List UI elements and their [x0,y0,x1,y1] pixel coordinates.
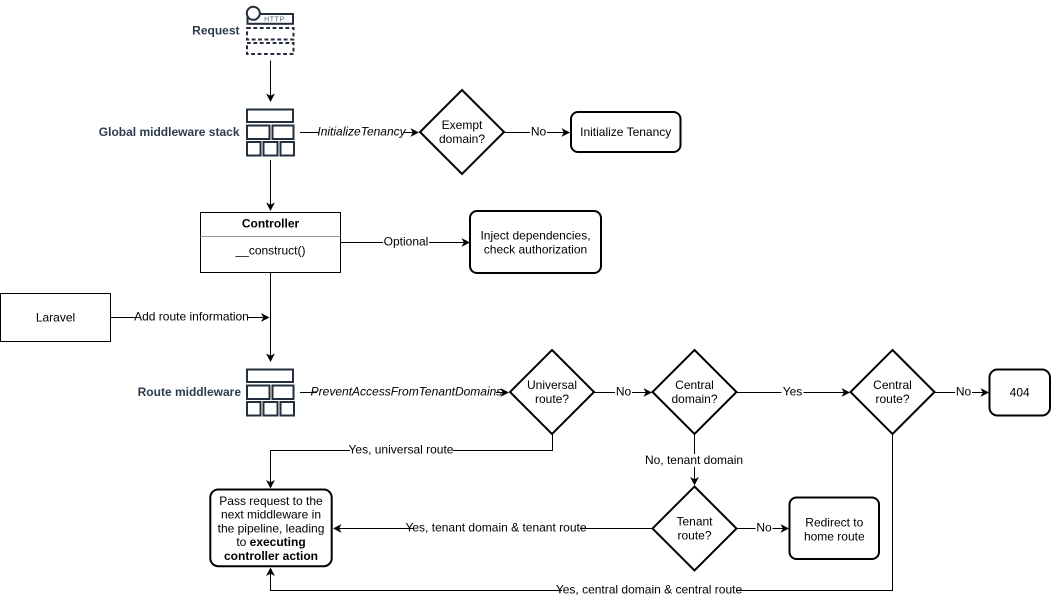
svg-text:Optional: Optional [384,235,429,249]
svg-text:No: No [956,385,972,399]
svg-text:HTTP: HTTP [264,16,285,23]
svg-text:InitializeTenancy: InitializeTenancy [317,125,406,139]
svg-text:home route: home route [804,530,865,544]
svg-text:domain?: domain? [439,132,485,146]
svg-text:No, tenant domain: No, tenant domain [645,453,743,467]
svg-text:No: No [531,125,547,139]
svg-text:domain?: domain? [671,392,717,406]
svg-text:404: 404 [1010,386,1030,400]
svg-text:Pass request to the: Pass request to the [219,494,323,508]
svg-text:Central: Central [873,378,912,392]
svg-text:route?: route? [677,529,711,543]
svg-text:controller action: controller action [224,549,318,563]
svg-text:Yes, tenant domain & tenant ro: Yes, tenant domain & tenant route [405,521,586,535]
svg-text:Request: Request [192,23,239,37]
svg-text:Controller: Controller [242,216,300,230]
svg-text:__construct(): __construct() [234,244,305,258]
svg-text:Laravel: Laravel [36,311,75,325]
svg-text:Yes: Yes [783,385,803,399]
svg-text:Global middleware stack: Global middleware stack [99,125,240,139]
svg-text:Add route information: Add route information [134,310,249,324]
svg-text:Central: Central [675,378,714,392]
svg-text:Route middleware: Route middleware [138,385,242,399]
svg-text:Yes, universal route: Yes, universal route [349,443,454,457]
svg-text:No: No [756,521,772,535]
svg-text:Redirect to: Redirect to [805,516,863,530]
svg-text:PreventAccessFromTenantDomains: PreventAccessFromTenantDomains [311,385,503,399]
svg-text:Exempt: Exempt [442,118,483,132]
svg-text:route?: route? [875,392,909,406]
svg-text:Yes, central domain & central: Yes, central domain & central route [556,583,743,597]
svg-text:Universal: Universal [527,378,577,392]
svg-text:check authorization: check authorization [484,242,587,256]
svg-text:next middleware in: next middleware in [221,508,321,522]
svg-text:the pipeline, leading: the pipeline, leading [218,521,325,535]
svg-text:Tenant: Tenant [676,515,713,529]
svg-text:Initialize Tenancy: Initialize Tenancy [580,125,671,139]
svg-text:Inject dependencies,: Inject dependencies, [480,228,590,242]
svg-text:to executing: to executing [236,535,305,549]
svg-text:route?: route? [535,392,569,406]
svg-text:No: No [616,385,632,399]
